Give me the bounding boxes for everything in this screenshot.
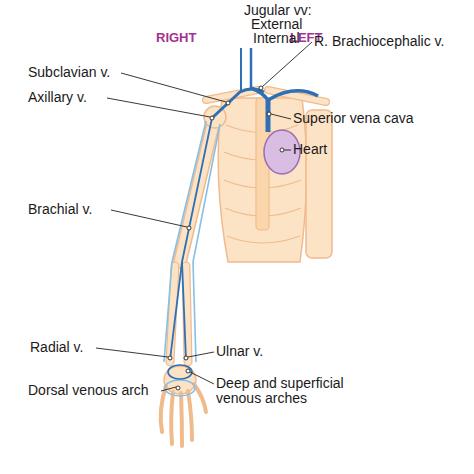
clavicle [268, 90, 326, 102]
superficial-vein [193, 124, 220, 362]
leader-line [284, 150, 291, 151]
finger [171, 392, 173, 444]
leader-line [190, 372, 214, 384]
side-label: RIGHT [156, 30, 196, 45]
leader-line [107, 98, 210, 117]
finger [161, 386, 166, 432]
leader-dot [176, 386, 180, 390]
part-label: R. Brachiocephalic v. [314, 34, 444, 49]
leader-dot [168, 356, 172, 360]
dorsal-venous-arch [165, 380, 195, 396]
superior-vena-cava [266, 100, 271, 132]
external-jugular [240, 48, 242, 92]
part-label: Dorsal venous arch [28, 383, 149, 398]
part-label: Heart [293, 142, 327, 157]
part-label: Jugular vv: [244, 3, 312, 18]
brachiocephalic-vein [268, 91, 318, 100]
leader-line [161, 387, 176, 391]
leader-dot [210, 116, 214, 120]
leader-dot [187, 226, 191, 230]
finger [181, 393, 182, 446]
part-label: Axillary v. [28, 90, 87, 105]
deep-venous-arch [168, 365, 192, 379]
ulnar-vein [182, 262, 186, 360]
leader-dot [280, 148, 284, 152]
leader-dot [184, 356, 188, 360]
leader-line [121, 73, 226, 102]
leader-dot [267, 112, 271, 116]
leader-dot [226, 101, 230, 105]
part-label: Internal [253, 31, 300, 46]
deep-vein [170, 118, 212, 360]
part-label: Radial v. [30, 340, 83, 355]
subclavian-vein [212, 89, 264, 118]
rib [227, 236, 300, 243]
part-label: Deep and superficial venous arches [216, 376, 356, 406]
thumb [194, 384, 206, 412]
internal-jugular [250, 48, 253, 88]
leader-line [96, 348, 168, 357]
leader-line [262, 42, 312, 87]
part-label: Superior vena cava [293, 111, 414, 126]
part-label: Subclavian v. [28, 65, 110, 80]
part-label: Ulnar v. [216, 344, 263, 359]
leader-line [111, 210, 187, 227]
leader-dot [186, 369, 190, 373]
leader-dot [259, 86, 263, 90]
leader-line [271, 114, 291, 119]
left-humerus [306, 110, 332, 258]
finger [188, 391, 192, 440]
leader-line [188, 352, 214, 357]
part-label: External [251, 17, 302, 32]
superficial-vein [164, 121, 206, 362]
part-label: Brachial v. [28, 202, 92, 217]
clavicle-outline [268, 90, 326, 102]
